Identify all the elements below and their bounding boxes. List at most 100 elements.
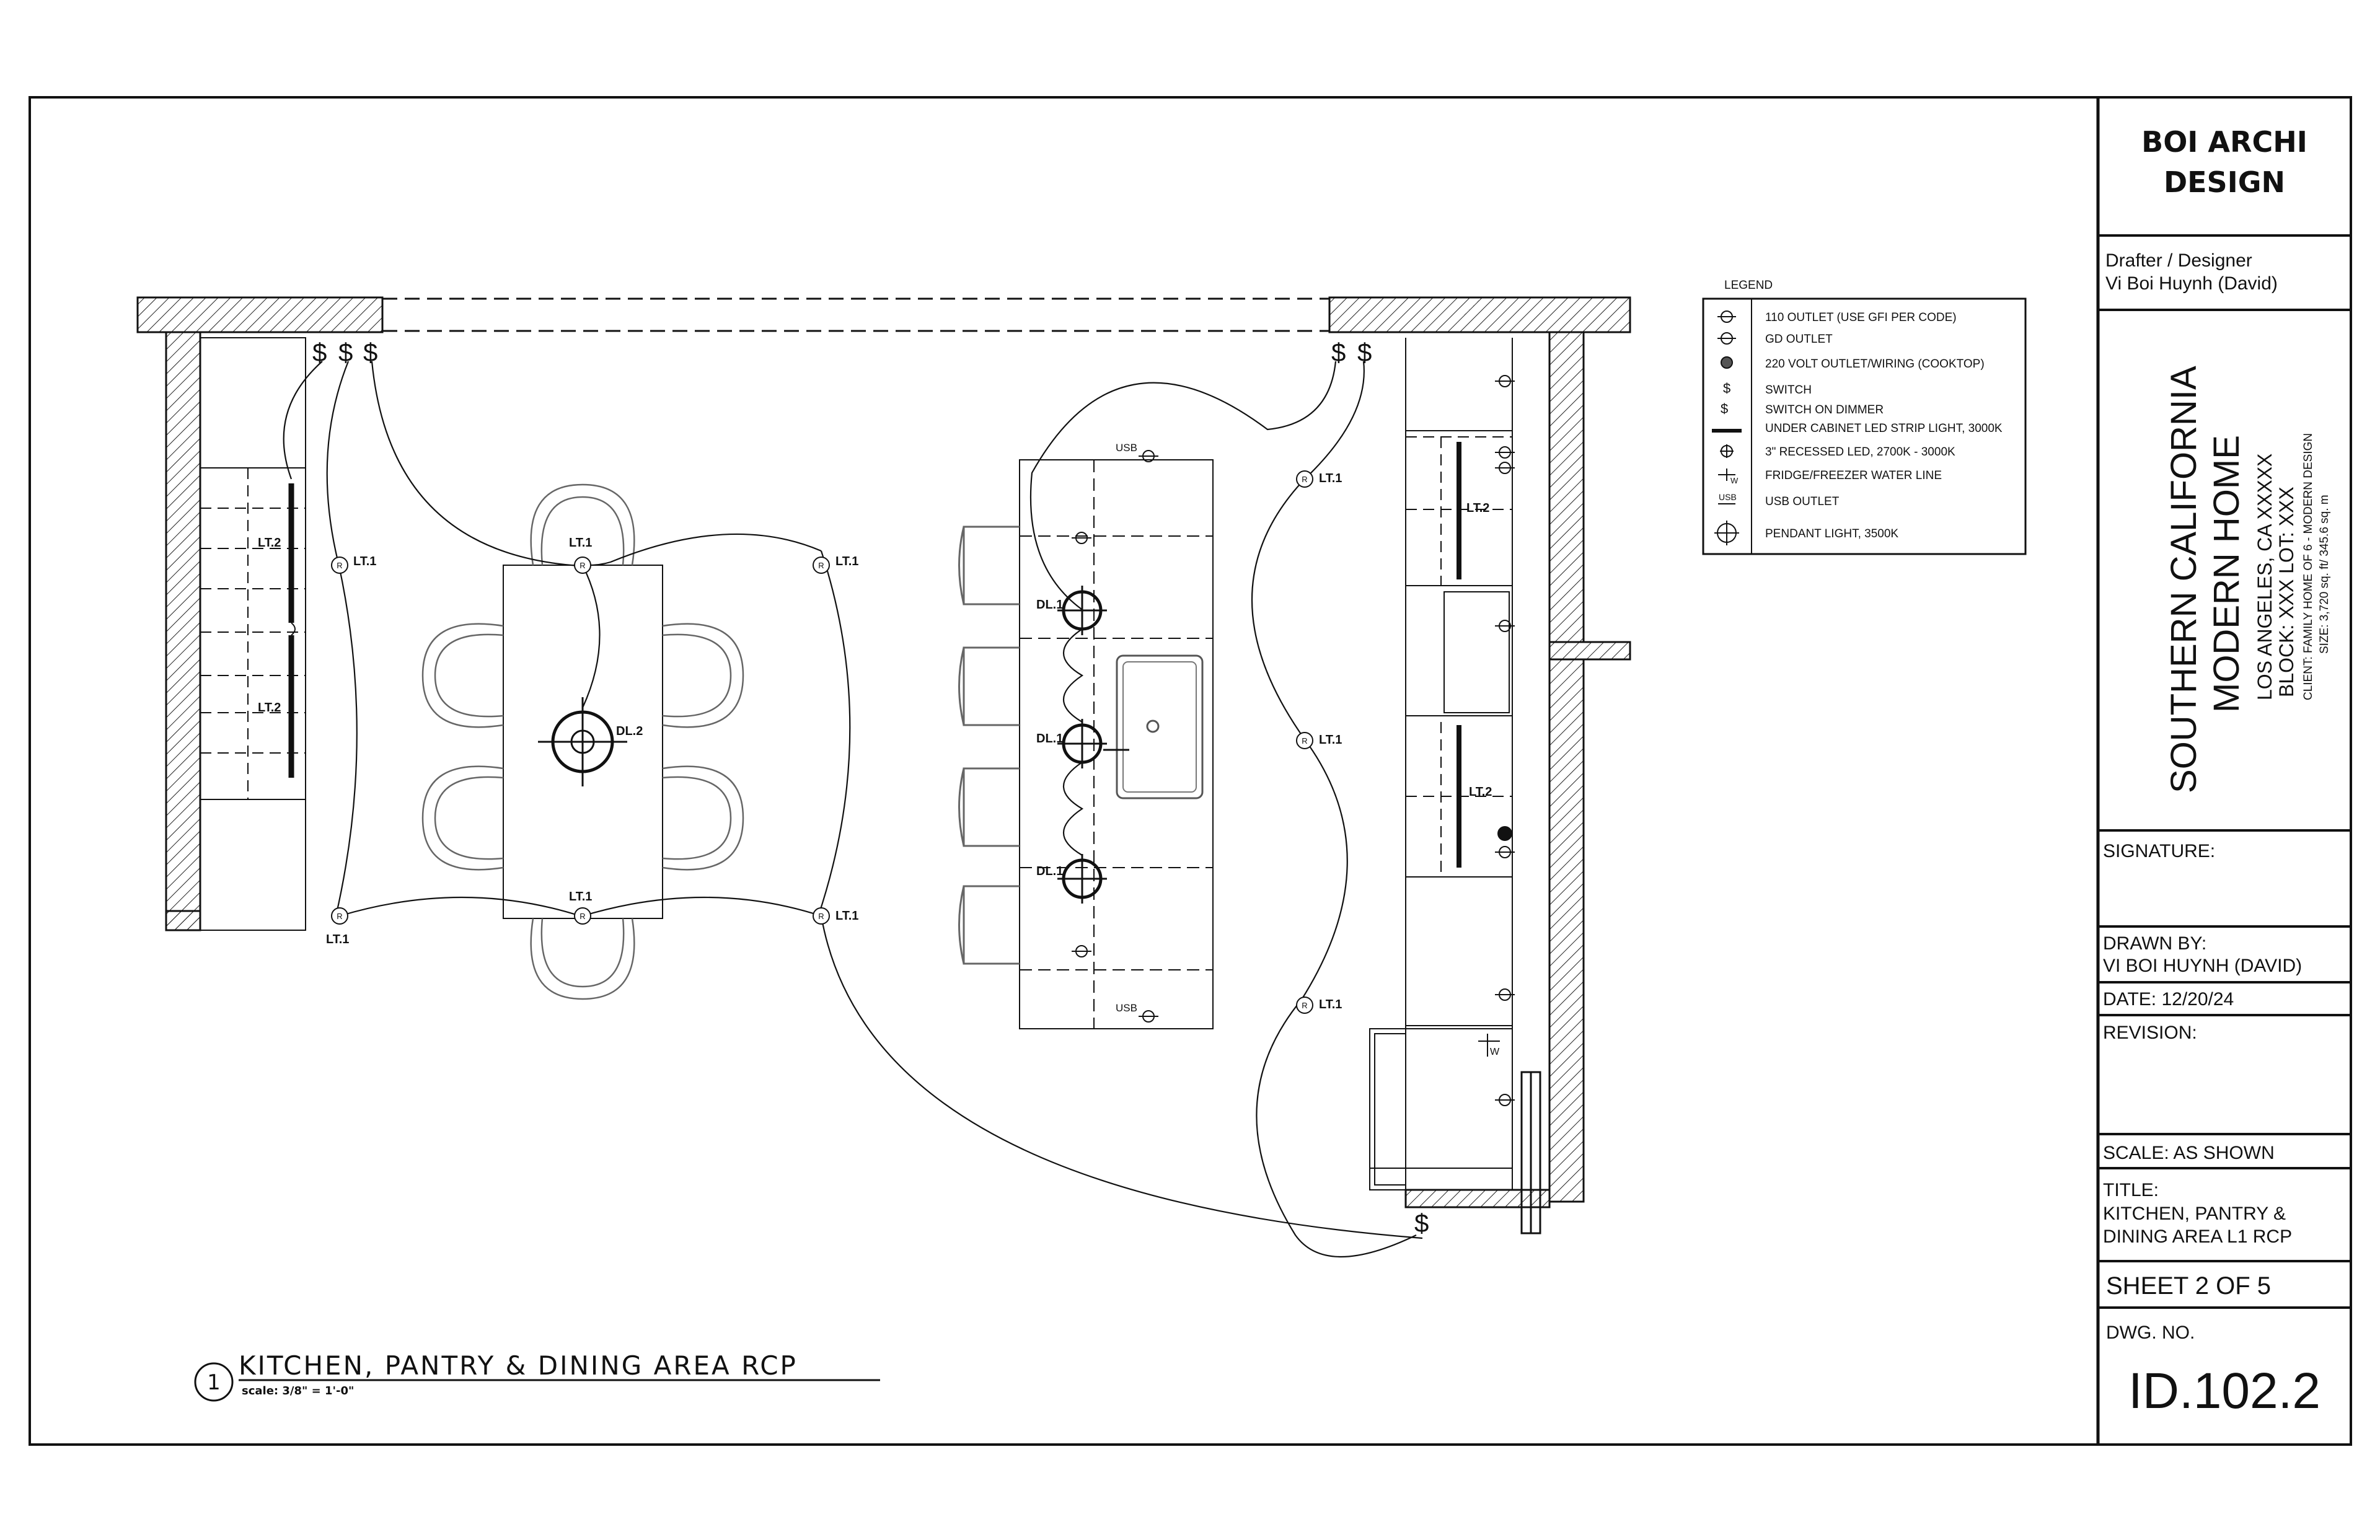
lt1-label: LT.1 xyxy=(569,536,592,550)
recessed-light-icon xyxy=(1296,470,1313,488)
dining-pendant-icon xyxy=(538,697,627,786)
right-wall-cabinets xyxy=(1369,338,1513,1190)
lt1-label: LT.1 xyxy=(835,555,858,568)
lt1-label: LT.1 xyxy=(835,909,858,923)
legend-item-10: PENDANT LIGHT, 3500K xyxy=(1765,527,1898,540)
drawn-by-label: DRAWN BY: xyxy=(2103,933,2206,954)
recessed-light-icon xyxy=(813,907,830,925)
recessed-light-mark: R xyxy=(818,912,824,921)
drawn-by-name: VI BOI HUYNH (DAVID) xyxy=(2103,956,2302,976)
project-title-line1: SOUTHERN CALIFORNIA xyxy=(2164,366,2204,793)
outlet-220-icon xyxy=(1721,356,1733,369)
legend-item-4: SWITCH xyxy=(1765,384,1812,397)
dwg-no-label: DWG. NO. xyxy=(2106,1322,2195,1343)
firm-name-line1: BOI ARCHI xyxy=(2141,125,2307,159)
recessed-light-icon xyxy=(813,557,830,574)
recessed-light-mark: R xyxy=(337,912,342,921)
sheet-number: SHEET 2 OF 5 xyxy=(2106,1272,2271,1300)
island-pendant-icons xyxy=(1057,586,1107,904)
usb-outlet-icon: USB xyxy=(1718,492,1737,504)
drafter-name: Vi Boi Huynh (David) xyxy=(2105,273,2278,294)
fridge-water-line-label: W xyxy=(1490,1047,1500,1057)
water-line-icon: W xyxy=(1718,469,1739,485)
switch-left-1: $ xyxy=(312,338,327,367)
lt1-label: LT.1 xyxy=(1319,998,1342,1011)
pendant-light-icon xyxy=(1714,521,1739,545)
island-usb-label-top: USB xyxy=(1116,442,1137,454)
fridge-water-line-icon xyxy=(1478,1034,1500,1057)
recessed-light-icon xyxy=(574,557,591,574)
lt1-label: LT.1 xyxy=(353,555,376,568)
switch-left-2: $ xyxy=(338,338,353,367)
legend-item-9: USB OUTLET xyxy=(1765,495,1840,508)
svg-text:$: $ xyxy=(1723,381,1730,396)
title-block: BOI ARCHI DESIGN Drafter / Designer Vi B… xyxy=(2098,125,2351,1419)
sheet-title-label: TITLE: xyxy=(2103,1180,2159,1200)
recessed-light-icon xyxy=(1296,732,1313,749)
recessed-light-mark: R xyxy=(818,561,824,570)
lt1-label: LT.1 xyxy=(326,933,349,946)
recessed-light-icon xyxy=(574,907,591,925)
signature-label: SIGNATURE: xyxy=(2103,841,2215,861)
project-info-rotated: SOUTHERN CALIFORNIA MODERN HOME LOS ANGE… xyxy=(2164,366,2331,793)
drawing-scale: scale: 3/8" = 1'-0" xyxy=(242,1384,354,1397)
legend-item-1: 110 OUTLET (USE GFI PER CODE) xyxy=(1765,311,1957,324)
island-usb-label-bottom: USB xyxy=(1116,1002,1137,1014)
legend-title: LEGEND xyxy=(1724,279,1773,292)
recessed-lights xyxy=(331,470,1313,1014)
switch-bottom: $ xyxy=(1414,1208,1429,1238)
sheet-border xyxy=(29,96,2352,1446)
pantry-strip-light-label-2: LT.2 xyxy=(258,701,281,715)
project-block-lot: BLOCK: XXX LOT: XXX xyxy=(2275,486,2298,697)
svg-text:$: $ xyxy=(1721,401,1728,416)
scale-field: SCALE: AS SHOWN xyxy=(2103,1143,2275,1163)
switch-icon: $ xyxy=(1723,381,1730,396)
lt1-label: LT.1 xyxy=(1319,733,1342,747)
drawing-title: 1 KITCHEN, PANTRY & DINING AREA RCP scal… xyxy=(194,1350,880,1402)
legend-item-6: UNDER CABINET LED STRIP LIGHT, 3000K xyxy=(1765,422,2003,435)
project-city: LOS ANGELES, CA XXXXX xyxy=(2254,454,2276,700)
revision-label: REVISION: xyxy=(2103,1023,2197,1043)
recessed-light-mark: R xyxy=(580,912,585,921)
outlet-110-icon xyxy=(1717,310,1736,323)
legend-item-5: SWITCH ON DIMMER xyxy=(1765,403,1884,416)
recessed-light-mark: R xyxy=(1302,475,1307,484)
dining-pendant-label: DL.2 xyxy=(616,724,643,738)
recessed-light-mark: R xyxy=(337,561,342,570)
right-strip-light-label-2: LT.2 xyxy=(1469,785,1492,799)
project-client: CLIENT: FAMILY HOME OF 6 - MODERN DESIGN xyxy=(2302,433,2315,700)
island-pendant-label-1: DL.1 xyxy=(1036,598,1063,612)
recessed-light-icon xyxy=(1296,997,1313,1014)
pantry-shelving xyxy=(200,337,306,931)
recessed-led-icon xyxy=(1720,444,1734,458)
svg-text:W: W xyxy=(1730,476,1739,485)
drawing-title-text: KITCHEN, PANTRY & DINING AREA RCP xyxy=(239,1350,798,1381)
sheet-title-line1: KITCHEN, PANTRY & xyxy=(2103,1203,2286,1224)
right-strip-light-label-1: LT.2 xyxy=(1466,501,1489,515)
drafter-role: Drafter / Designer xyxy=(2105,250,2252,271)
pantry-strip-light-label-1: LT.2 xyxy=(258,536,281,550)
lt1-label: LT.1 xyxy=(1319,472,1342,485)
right-outlet-icons xyxy=(1495,375,1515,1106)
island-pendant-label-3: DL.1 xyxy=(1036,865,1063,878)
switch-right-1: $ xyxy=(1331,338,1346,367)
island-stools xyxy=(958,526,1020,965)
recessed-light-mark: R xyxy=(1302,1001,1307,1010)
sheet-title-line2: DINING AREA L1 RCP xyxy=(2103,1226,2292,1247)
island-outlet-icons xyxy=(1072,450,1158,1023)
recessed-light-mark: R xyxy=(1302,736,1307,746)
dimmer-switch-icon: $ xyxy=(1721,401,1728,416)
cooktop-220-outlet-icon xyxy=(1497,826,1512,841)
dining-chairs xyxy=(421,483,744,1000)
legend-item-8: FRIDGE/FREEZER WATER LINE xyxy=(1765,469,1942,482)
legend-item-2: GD OUTLET xyxy=(1765,333,1833,346)
circuit-wiring xyxy=(283,361,1423,1258)
island-pendant-label-2: DL.1 xyxy=(1036,732,1063,746)
switch-left-3: $ xyxy=(363,338,377,367)
legend: LEGEND $ $ W USB 110 OUTLET (USE GFI PER… xyxy=(1702,279,2027,555)
svg-text:USB: USB xyxy=(1719,492,1737,502)
project-title-line2: MODERN HOME xyxy=(2206,435,2247,713)
date-field: DATE: 12/20/24 xyxy=(2103,989,2234,1010)
legend-item-7: 3" RECESSED LED, 2700K - 3000K xyxy=(1765,446,1955,459)
